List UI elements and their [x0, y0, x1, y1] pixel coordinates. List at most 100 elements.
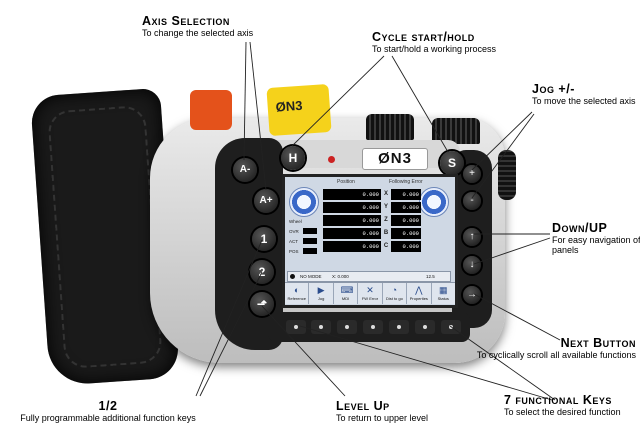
callout-description: To cyclically scroll all available funct… [476, 349, 636, 360]
fw-error-icon: ✕ [366, 285, 374, 295]
toolbar-label: FW Error [361, 296, 379, 301]
callout-title: Jog +/- [532, 82, 575, 96]
emergency-stop-knob[interactable] [190, 90, 232, 130]
callout-next-button: Next Button To cyclically scroll all ava… [470, 336, 636, 361]
device-logo: ØN3 [362, 148, 428, 170]
callout-title: Cycle start/hold [372, 30, 475, 44]
toolbar-properties[interactable]: ⋀Properties [407, 283, 432, 304]
lcd-screen: Position Following Error 0.000 0.000 0.0… [282, 174, 458, 308]
feed-override-knob[interactable] [366, 114, 414, 140]
following-z: 0.000 [391, 215, 421, 226]
act-label: ACT [289, 239, 298, 244]
callout-description-line1: For easy navigation of [552, 234, 640, 245]
up-button[interactable]: ↑ [463, 228, 481, 246]
speed-dial-gauge [419, 187, 449, 217]
callout-title: Level Up [336, 399, 390, 413]
function-key-f5[interactable] [389, 320, 409, 334]
axis-plus-button[interactable]: A+ [254, 189, 278, 213]
dist-to-go-icon: ◔ [391, 285, 398, 295]
hold-button[interactable]: H [281, 146, 305, 170]
callout-title: 1/2 [98, 399, 118, 413]
position-header: Position [337, 179, 355, 185]
toolbar-dist-to-go[interactable]: ◔Dist to go [383, 283, 408, 304]
function-key-f1[interactable] [286, 320, 306, 334]
callout-title: Down/UP [552, 221, 608, 235]
wheel-label: Wheel [289, 219, 302, 224]
toolbar-label: Dist to go [385, 296, 403, 301]
properties-icon: ⋀ [415, 285, 423, 295]
function-key-2[interactable]: 2 [250, 260, 274, 284]
toolbar-label: Status [437, 296, 449, 301]
following-c: 0.000 [391, 241, 421, 252]
status-icon: ▦ [438, 285, 448, 295]
status-value: X: 0.000 [332, 274, 349, 279]
status-bar: NO MODE X: 0.000 12.5 [287, 271, 451, 282]
pos-label: POS [289, 249, 299, 254]
following-b: 0.000 [391, 228, 421, 239]
axis-label-x: X [383, 191, 388, 197]
function-key-1[interactable]: 1 [252, 227, 276, 251]
following-x: 0.000 [391, 189, 421, 200]
position-c: 0.000 [323, 241, 381, 252]
callout-description: To return to upper level [336, 412, 429, 423]
brand-mark: ØN3 [275, 97, 303, 115]
toolbar-label: Properties [409, 296, 428, 301]
toolbar-label: MDI [341, 296, 350, 301]
feed-dial-gauge [289, 187, 319, 217]
status-mode: NO MODE [300, 274, 322, 279]
axis-minus-button[interactable]: A- [233, 158, 257, 182]
toolbar-label: Reference [287, 296, 306, 301]
status-dot-icon [290, 274, 295, 279]
start-button[interactable]: S [440, 151, 464, 175]
callout-cycle-start-hold: Cycle start/hold To start/hold a working… [372, 30, 497, 55]
toolbar-status[interactable]: ▦Status [432, 283, 455, 304]
position-x: 0.000 [323, 189, 381, 200]
callout-title: 7 functional Keys [504, 393, 612, 407]
callout-description: To start/hold a working process [372, 43, 497, 54]
status-zoom: 12.5 [426, 274, 435, 279]
toolbar-mdi[interactable]: ⌨MDI [334, 283, 359, 304]
callout-description: To move the selected axis [532, 95, 636, 106]
callout-level-up: Level Up To return to upper level [336, 399, 429, 424]
enable-switch[interactable]: ØN3 [266, 83, 332, 137]
axis-label-c: C [383, 243, 389, 249]
function-key-f2[interactable] [311, 320, 331, 334]
pos-bar [303, 248, 317, 254]
callout-title: Next Button [560, 336, 636, 350]
position-b: 0.000 [323, 228, 381, 239]
act-bar [303, 238, 317, 244]
function-key-f7[interactable] [441, 320, 461, 334]
following-y: 0.000 [391, 202, 421, 213]
callout-down-up: Down/UP For easy navigation of panels [552, 221, 640, 256]
callout-seven-functional-keys: 7 functional Keys To select the desired … [504, 393, 621, 418]
callout-function-keys-1-2: 1/2 Fully programmable additional functi… [8, 399, 208, 424]
callout-description: Fully programmable additional function k… [20, 412, 196, 423]
following-error-header: Following Error [389, 179, 423, 185]
screen-toolbar: ◐Reference ▶Jog ⌨MDI ✕FW Error ◔Dist to … [285, 282, 455, 304]
position-y: 0.000 [323, 202, 381, 213]
ovr-bar [303, 228, 317, 234]
toolbar-jog[interactable]: ▶Jog [309, 283, 334, 304]
down-button[interactable]: ↓ [463, 256, 481, 274]
jog-icon: ▶ [317, 285, 325, 295]
callout-description: To select the desired function [504, 406, 621, 417]
toolbar-fw-error[interactable]: ✕FW Error [358, 283, 383, 304]
axis-label-b: B [383, 230, 389, 236]
toolbar-reference[interactable]: ◐Reference [285, 283, 310, 304]
callout-description: To change the selected axis [142, 27, 254, 38]
jog-minus-button[interactable]: - [463, 192, 481, 210]
ovr-label: OVR [289, 229, 299, 234]
status-led [328, 156, 335, 163]
axis-label-z: Z [384, 217, 388, 223]
handwheel[interactable] [498, 150, 516, 200]
function-key-f6[interactable] [415, 320, 435, 334]
next-button[interactable]: → [463, 286, 481, 304]
position-z: 0.000 [323, 215, 381, 226]
function-key-f4[interactable] [363, 320, 383, 334]
axis-label-y: Y [383, 204, 388, 210]
jog-plus-button[interactable]: + [463, 165, 481, 183]
function-key-f3[interactable] [337, 320, 357, 334]
level-up-button[interactable]: ⬏ [250, 292, 274, 316]
callout-title: Axis Selection [142, 14, 230, 28]
